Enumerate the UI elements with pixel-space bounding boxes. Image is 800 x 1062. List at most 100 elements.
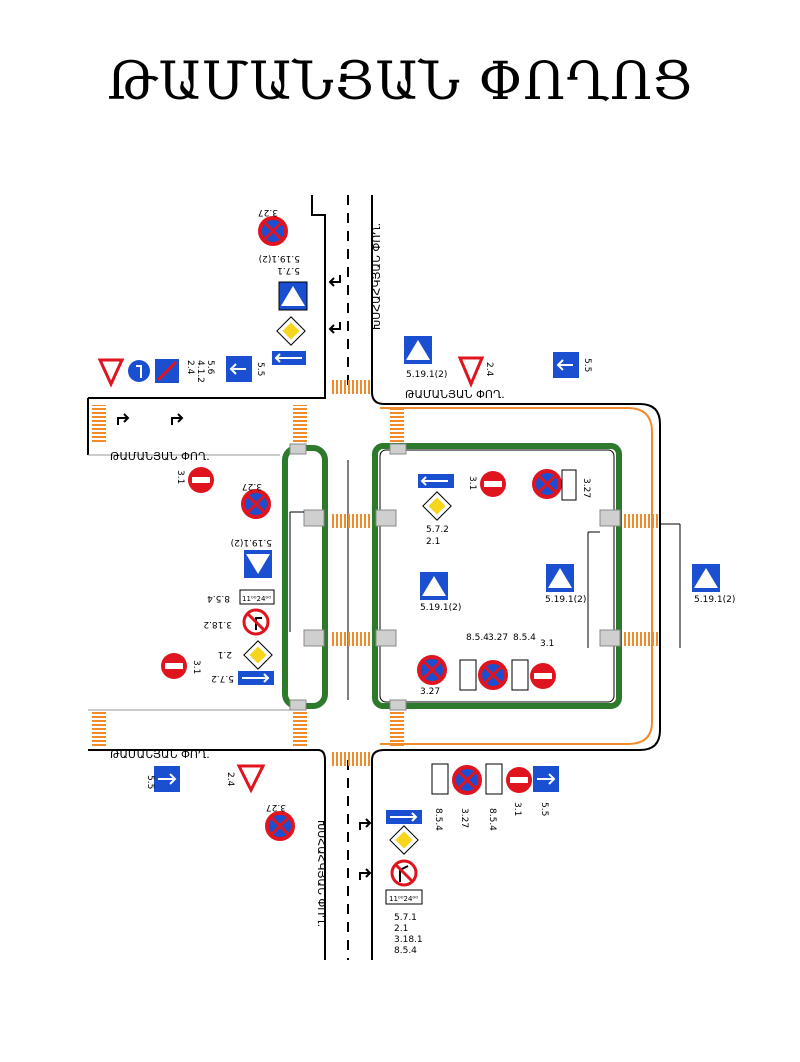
street-label-left-upper: ԹԱՄԱՆՅԱՆ ՓՈՂ. <box>110 450 210 463</box>
sign-code: 2.4 <box>484 362 494 377</box>
sign-code: 4.1.2 <box>195 360 205 383</box>
time-plate <box>459 659 477 691</box>
no-parking-sign <box>265 811 295 841</box>
sign-code: 5.19.1(2) <box>406 370 447 380</box>
time-plate: 11⁰⁰24⁰⁰ <box>239 589 275 605</box>
sign-code: 3.1 <box>512 802 522 816</box>
main-road-sign <box>276 316 306 346</box>
sign-code: 3.27 <box>420 687 440 697</box>
main-road-sign <box>422 491 452 521</box>
sign-code: 5.7.2 <box>426 525 449 535</box>
no-parking-sign <box>532 469 562 499</box>
main-road-sign <box>243 640 273 670</box>
time-plate <box>511 659 529 691</box>
sign-code: 5.19.1(2) <box>545 595 586 605</box>
road-edges <box>87 195 661 960</box>
tow-truck-plate <box>561 469 577 501</box>
one-way-sign <box>238 671 274 685</box>
street-label-top-right: ԹԱՄԱՆՅԱՆ ՓՈՂ. <box>405 388 505 401</box>
pedestrian-crossing-sign <box>692 564 720 592</box>
give-way-sign <box>457 356 485 388</box>
sign-code: 2.4 <box>185 360 195 375</box>
sign-code: 5.5 <box>582 358 592 372</box>
no-parking-sign <box>258 216 288 246</box>
one-way-sign <box>386 810 422 824</box>
pedestrian-crossing-sign <box>244 550 272 578</box>
no-parking-sign <box>417 655 447 685</box>
sign-code: 2.1 <box>394 924 408 934</box>
page-title: ԹԱՄԱՆՅԱՆ ՓՈՂՈՑ <box>107 52 693 112</box>
sign-code: 3.27 <box>266 802 286 812</box>
sign-code: 3.1 <box>467 476 477 490</box>
sign-code: 3.27 <box>581 478 591 498</box>
sign-code: 5.19.1(2) <box>231 537 272 547</box>
pedestrian-crossing-sign <box>404 336 432 364</box>
no-turn-sign <box>242 608 270 636</box>
sign-code: 3.1 <box>175 470 185 484</box>
time-plate <box>485 763 503 795</box>
sign-code: 5.19.1(2) <box>694 595 735 605</box>
sign-code: 8.5.4 <box>466 633 489 643</box>
give-way-sign <box>97 358 125 388</box>
pedestrian-crossing-sign <box>420 572 448 600</box>
no-entry-sign <box>161 653 187 679</box>
no-parking-sign <box>478 660 508 690</box>
no-entry-sign <box>506 767 532 793</box>
sign-code: 8.5.4 <box>394 946 417 956</box>
sign-code: 5.5 <box>255 362 265 376</box>
sign-code: 5.7.1 <box>394 913 417 923</box>
give-way-sign <box>236 764 266 794</box>
no-parking-sign <box>452 765 482 795</box>
dead-end-sign <box>154 766 180 792</box>
street-labels: ԽՍՀԱՀԿՅԱՆ ՓՈՂ. ԽՍՀԱՀԿՅԱՆ ՓՈՂ. ԹԱՄԱՆՅԱՆ Փ… <box>110 223 505 927</box>
one-way-sign <box>418 474 454 488</box>
sign-code: 3.27 <box>459 808 469 828</box>
one-way-sign <box>272 351 306 365</box>
sign-code: 5.19.1(2) <box>420 603 461 613</box>
sign-code: 3.1 <box>191 660 201 674</box>
sign-code: 8.5.4 <box>207 593 230 603</box>
dead-end-sign <box>553 352 579 378</box>
sign-code: 2.1 <box>218 649 232 659</box>
time-plate <box>431 763 449 795</box>
sign-code: 2.1 <box>426 537 440 547</box>
west-island <box>282 445 328 709</box>
no-entry-sign <box>530 663 556 689</box>
sign-code: 3.27 <box>488 633 508 643</box>
sign-code: 5.6 <box>205 360 215 375</box>
pedestrian-crossing-sign <box>546 564 574 592</box>
no-parking-sign <box>241 489 271 519</box>
sign-code: 3.1 <box>540 639 554 649</box>
turn-sign <box>128 360 150 382</box>
time-plate-text: 11⁰⁰24⁰⁰ <box>242 595 271 603</box>
time-plate: 11⁰⁰24⁰⁰ <box>385 889 423 905</box>
no-entry-sign <box>480 471 506 497</box>
street-label-left-lower: ԹԱՄԱՆՅԱՆ ՓՈՂ. <box>110 748 210 761</box>
sign-code: 3.18.2 <box>203 619 232 629</box>
dead-end-sign <box>226 356 252 382</box>
crosswalks <box>92 380 658 766</box>
sign-code: 3.18.1 <box>394 935 423 945</box>
time-plate-text: 11⁰⁰24⁰⁰ <box>389 895 418 903</box>
pedestrian-crossing-sign <box>278 281 308 311</box>
street-label-south: ԽՍՀԱՀԿՅԱՆ ՓՈՂ. <box>315 820 328 927</box>
sign-code: 5.5 <box>539 802 549 816</box>
sign-code: 3.27 <box>258 207 278 217</box>
sign-code: 5.7.2 <box>211 673 234 683</box>
sign-code: 8.5.4 <box>513 633 536 643</box>
sign-code: 5.7.1 <box>277 265 300 275</box>
main-road-sign <box>389 825 419 855</box>
sign-code: 2.4 <box>225 772 235 787</box>
dead-end-sign <box>533 766 559 792</box>
center-island <box>372 443 622 709</box>
sign-code: 5.5 <box>145 775 155 789</box>
sign-code: 5.19.1(2) <box>259 253 300 263</box>
no-turn-sign <box>390 859 418 887</box>
sign-code: 3.27 <box>242 481 262 491</box>
no-entry-sign <box>188 467 214 493</box>
sign-code: 8.5.4 <box>487 808 497 831</box>
sign-code: 8.5.4 <box>433 808 443 831</box>
lane-end-sign <box>155 359 179 383</box>
street-label-north: ԽՍՀԱՀԿՅԱՆ ՓՈՂ. <box>370 223 383 330</box>
